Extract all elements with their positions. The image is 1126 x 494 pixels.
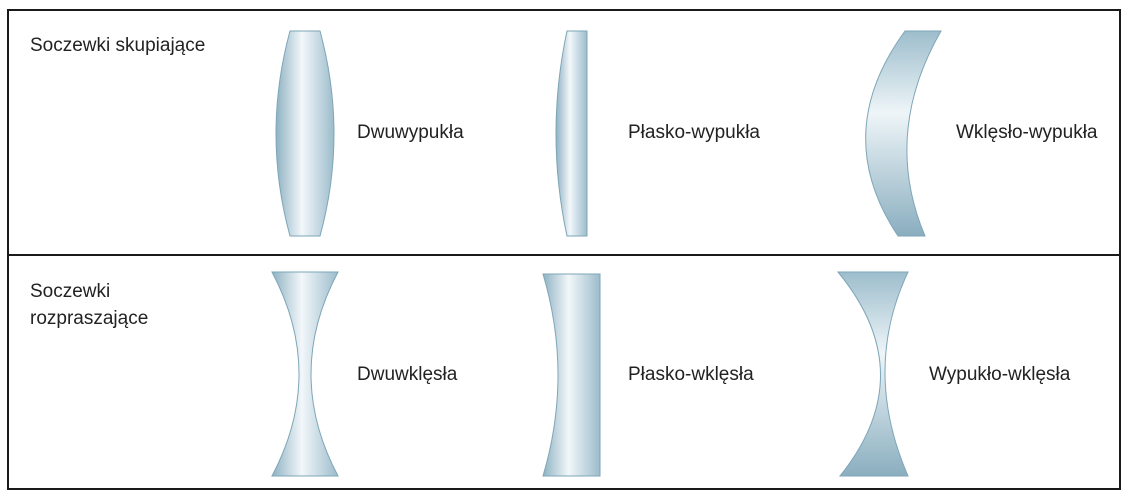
concave-convex-lens [865, 30, 942, 237]
biconvex-lens [275, 30, 335, 237]
plano-concave-lens [542, 273, 601, 477]
diverging-title-line-2: rozpraszające [30, 308, 149, 329]
lens-label-convex-concave: Wypukło-wklęsła [929, 364, 1071, 385]
converging-title: Soczewki skupiające [30, 35, 206, 56]
lens-label-concave-convex: Wklęsło-wypukła [956, 122, 1098, 143]
diverging-title: Soczewki rozpraszające [30, 278, 148, 332]
lens-label-biconvex: Dwuwypukła [357, 122, 464, 143]
lens-label-plano-concave: Płasko-wklęsła [628, 364, 754, 385]
diverging-title-line-1: Soczewki [30, 281, 111, 302]
biconcave-lens [271, 271, 339, 477]
lens-label-biconcave: Dwuwklęsła [357, 364, 458, 385]
convex-concave-lens [836, 271, 909, 477]
lens-label-plano-convex: Płasko-wypukła [628, 122, 760, 143]
plano-convex-lens [555, 30, 588, 237]
